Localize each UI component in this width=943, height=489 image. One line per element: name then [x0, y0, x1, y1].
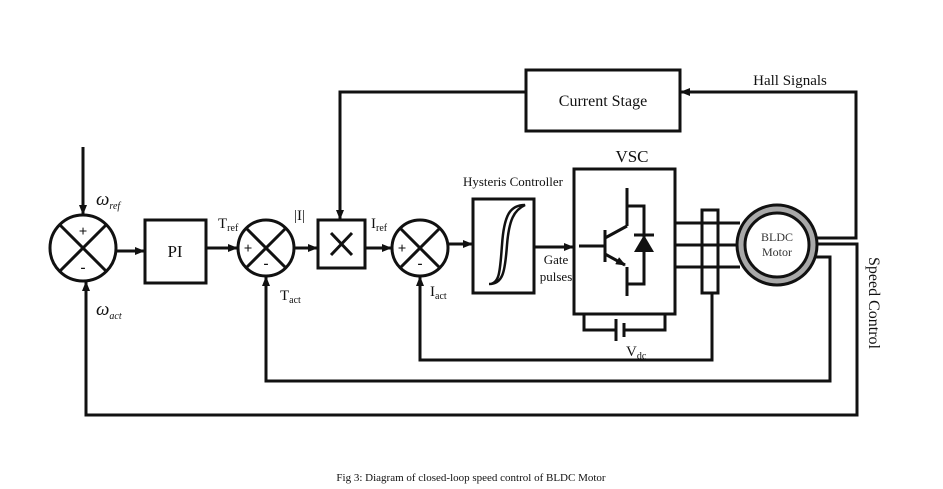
vsc-label: VSC: [615, 147, 648, 166]
hysteresis-controller-block: [471, 197, 536, 295]
vsc-block: [572, 167, 677, 316]
current-sensor-block: [700, 208, 720, 295]
tact-label: Tact: [280, 288, 301, 306]
speed-control-label: Speed Control: [865, 257, 882, 350]
current-feedback-path: [416, 276, 714, 362]
speed-feedback-path: [82, 242, 859, 417]
minus-sign: -: [81, 260, 86, 276]
motor-label-line1: BLDC: [761, 230, 793, 244]
hall-signals-label: Hall Signals: [753, 73, 827, 89]
speed-summing-junction: + -: [48, 213, 118, 283]
current-stage-to-multiplier-path: [336, 90, 526, 220]
bldc-motor: BLDC Motor: [735, 203, 819, 287]
motor-label-line2: Motor: [762, 245, 792, 259]
hysteresis-controller-label: Hysteris Controller: [463, 174, 564, 189]
current-stage-block: [524, 68, 682, 133]
plus-sign: +: [79, 224, 88, 240]
current-summing-junction: + -: [390, 218, 450, 278]
torque-feedback-path: [262, 255, 832, 383]
igbt-diode-icon: [579, 188, 654, 296]
pi-label: PI: [167, 242, 182, 261]
hysteresis-curve-icon: [488, 203, 526, 286]
iact-label: Iact: [430, 284, 447, 302]
pulses-label: pulses: [540, 269, 573, 284]
gate-label: Gate: [544, 252, 569, 267]
iref-label: Iref: [371, 216, 388, 234]
omega-ref-label: ωref: [96, 189, 121, 212]
torque-summing-junction: + -: [236, 218, 296, 278]
dc-source-icon: [582, 314, 667, 341]
pi-controller-block: [143, 218, 208, 285]
hall-signals-path: [680, 88, 858, 240]
abs-i-label: |I|: [294, 208, 305, 224]
minus-sign: -: [264, 256, 269, 272]
tref-label: Tref: [218, 216, 239, 234]
figure-caption: Fig 3: Diagram of closed-loop speed cont…: [336, 472, 605, 484]
omega-act-label: ωact: [96, 299, 122, 322]
current-stage-label: Current Stage: [559, 93, 647, 110]
plus-sign: +: [244, 241, 253, 257]
minus-sign: -: [418, 256, 423, 272]
plus-sign: +: [398, 241, 407, 257]
vdc-label: Vdc: [626, 344, 647, 362]
